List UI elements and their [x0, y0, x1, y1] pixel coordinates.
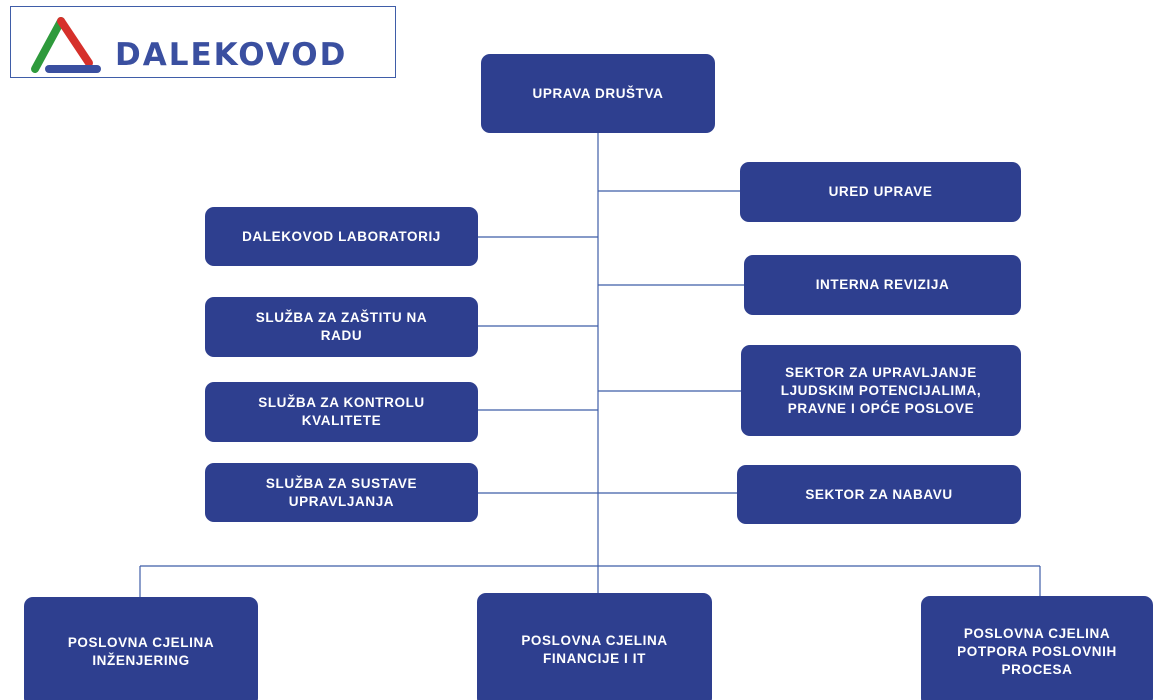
node-label-line: SLUŽBA ZA ZAŠTITU NA [255, 310, 428, 325]
node-label-line: SLUŽBA ZA KONTROLU [258, 395, 425, 410]
node-label-line: UPRAVLJANJA [288, 493, 395, 509]
logo-wordmark: DALEKOVOD [115, 37, 348, 73]
node-label-line: SEKTOR ZA UPRAVLJANJE [785, 364, 977, 380]
node-dalekovod-laboratorij: DALEKOVOD LABORATORIJ [205, 207, 478, 266]
node-label-line: KVALITETE [301, 413, 382, 428]
node-label-line: POSLOVNA CJELINA [521, 633, 668, 648]
node-label: URED UPRAVE [828, 184, 933, 199]
node-label-line: PROCESA [1001, 661, 1073, 677]
node-label-line: FINANCIJE I IT [543, 651, 646, 666]
node-label-line: RADU [320, 328, 363, 343]
node-cjelina-inzenjering: POSLOVNA CJELINA INŽENJERING [24, 597, 258, 700]
node-cjelina-potpora: POSLOVNA CJELINA POTPORA POSLOVNIH PROCE… [921, 596, 1153, 700]
node-interna-revizija: INTERNA REVIZIJA [744, 255, 1021, 315]
node-label-line: POTPORA POSLOVNIH [957, 643, 1117, 659]
company-logo: DALEKOVOD [10, 6, 396, 78]
node-cjelina-financije: POSLOVNA CJELINA FINANCIJE I IT [477, 593, 712, 700]
node-sektor-nabava: SEKTOR ZA NABAVU [737, 465, 1021, 524]
node-label-line: PRAVNE I OPĆE POSLOVE [787, 400, 975, 416]
node-label: UPRAVA DRUŠTVA [532, 85, 664, 101]
node-label: INTERNA REVIZIJA [815, 277, 950, 292]
node-uprava-drustva: UPRAVA DRUŠTVA [481, 54, 715, 133]
node-sluzba-sustavi: SLUŽBA ZA SUSTAVE UPRAVLJANJA [205, 463, 478, 522]
node-label-line: POSLOVNA CJELINA [67, 635, 215, 650]
node-label: SEKTOR ZA NABAVU [805, 486, 953, 502]
node-label-line: SLUŽBA ZA SUSTAVE [265, 475, 418, 491]
node-label: DALEKOVOD LABORATORIJ [242, 228, 441, 244]
node-sluzba-kontrola: SLUŽBA ZA KONTROLU KVALITETE [205, 382, 478, 442]
node-label-line: LJUDSKIM POTENCIJALIMA, [780, 382, 982, 398]
node-ured-uprave: URED UPRAVE [740, 162, 1021, 222]
node-label-line: INŽENJERING [92, 653, 190, 668]
logo-triangle-icon [31, 17, 101, 73]
node-sluzba-zastita: SLUŽBA ZA ZAŠTITU NA RADU [205, 297, 478, 357]
node-sektor-ljudski-potencijali: SEKTOR ZA UPRAVLJANJE LJUDSKIM POTENCIJA… [741, 345, 1021, 436]
node-label-line: POSLOVNA CJELINA [963, 625, 1111, 641]
